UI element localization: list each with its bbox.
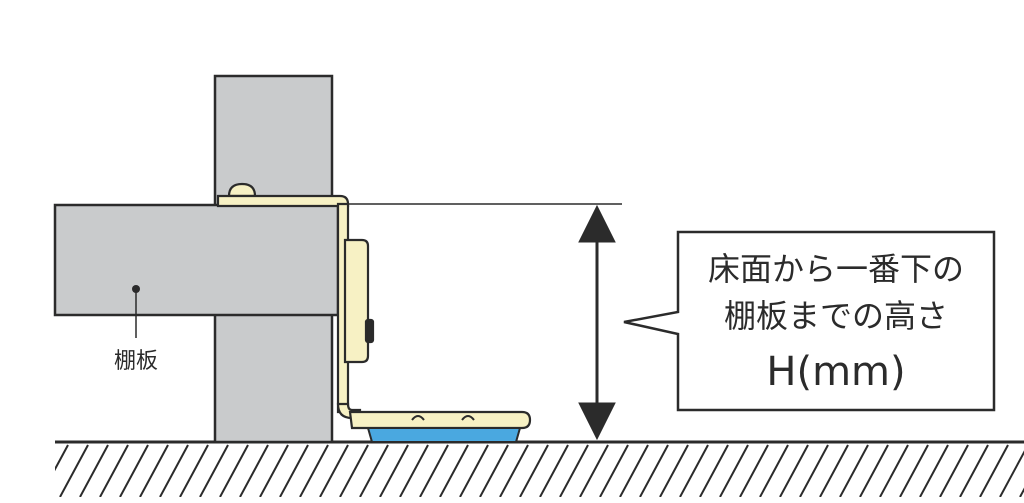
bracket-top-strip (216, 194, 350, 208)
callout-box: 床面から一番下の 棚板までの高さ H(mm) (623, 230, 996, 412)
hatch-line (639, 444, 669, 497)
callout-line-1: 床面から一番下の (708, 250, 964, 288)
hatch-line (119, 444, 149, 497)
hatch-line (99, 444, 129, 497)
arrow-head-down-icon (578, 402, 616, 441)
hatch-line (899, 444, 929, 497)
hatch-line (399, 444, 429, 497)
hatch-line (939, 444, 969, 497)
bracket-foot-plate (348, 410, 532, 430)
hatch-line (359, 444, 389, 497)
hatch-line (999, 450, 1024, 497)
hatch-line (659, 444, 689, 497)
hatch-line (59, 444, 89, 497)
hatch-line (739, 444, 769, 497)
hatch-line (599, 444, 629, 497)
hatch-line (379, 444, 409, 497)
hatch-line (279, 444, 309, 497)
floor-hatching (55, 444, 1024, 497)
floor-adjuster (366, 415, 522, 443)
hatch-line (459, 444, 489, 497)
hatch-line (959, 444, 989, 497)
hatch-line (199, 444, 229, 497)
hatch-line (139, 444, 169, 497)
hatch-line (499, 444, 529, 497)
hatch-line (319, 444, 349, 497)
height-dimension-arrow (578, 204, 616, 441)
shelf-label-leader (132, 285, 140, 338)
hatch-line (859, 444, 889, 497)
arrow-head-up-icon (578, 204, 616, 243)
hatch-line (619, 444, 649, 497)
hatch-line (679, 444, 709, 497)
hatch-line (719, 444, 749, 497)
hatch-line (539, 444, 569, 497)
hatch-line (919, 444, 949, 497)
shelf-board (53, 203, 340, 317)
hatch-line (239, 444, 269, 497)
hatch-line (879, 444, 909, 497)
callout-line-3: H(mm) (766, 349, 905, 395)
hatch-line (299, 444, 329, 497)
hatch-line (519, 444, 549, 497)
hatch-line (839, 444, 869, 497)
hatch-line (979, 444, 1009, 497)
hatch-line (439, 444, 469, 497)
hatch-line (759, 444, 789, 497)
hatch-line (559, 444, 589, 497)
shelf-label: 棚板 (114, 349, 158, 374)
hatch-line (579, 444, 609, 497)
hatch-line (799, 444, 829, 497)
hatch-line (79, 444, 109, 497)
hatch-line (219, 444, 249, 497)
screw-head (227, 182, 257, 198)
bracket-side-plate (343, 238, 370, 364)
hatch-line (779, 444, 809, 497)
hatch-line (259, 444, 289, 497)
callout-line-2: 棚板までの高さ (724, 297, 948, 335)
hatch-line (179, 444, 209, 497)
hatch-line (819, 444, 849, 497)
hatch-line (55, 444, 69, 472)
bracket (216, 182, 532, 430)
hatch-line (479, 444, 509, 497)
hatch-line (699, 444, 729, 497)
hatch-line (339, 444, 369, 497)
hatch-line (159, 444, 189, 497)
hatch-line (419, 444, 449, 497)
bracket-clip (364, 318, 375, 344)
